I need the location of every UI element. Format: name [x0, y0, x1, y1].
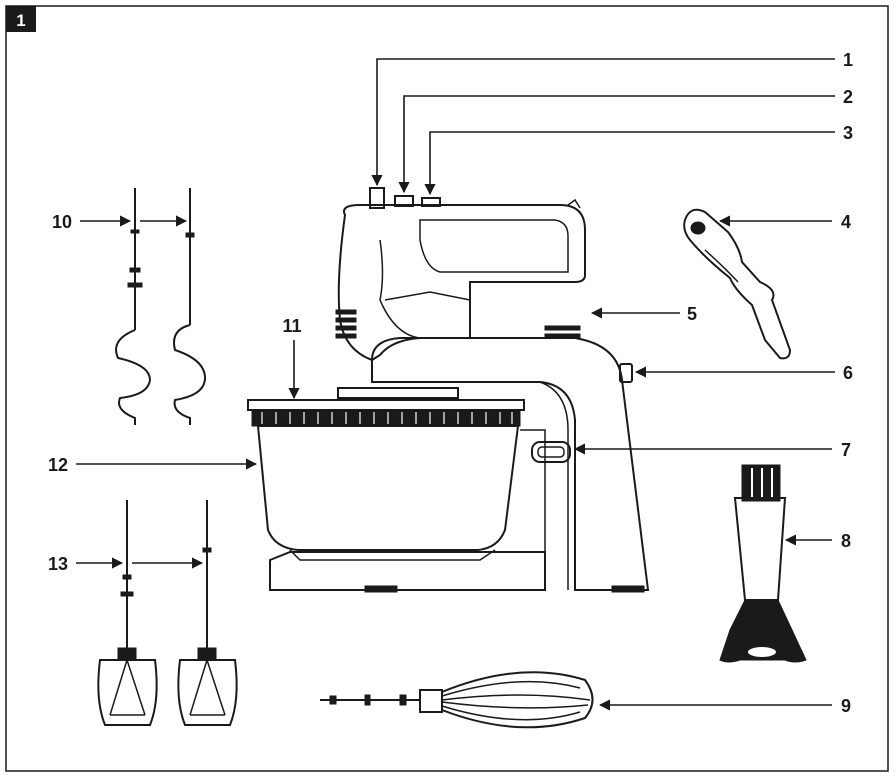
- stand-mixer: [247, 187, 650, 593]
- callout-1: 1: [843, 50, 853, 70]
- blender-attachment: [719, 464, 807, 663]
- callout-6: 6: [843, 363, 853, 383]
- callout-13: 13: [48, 554, 68, 574]
- figure-badge: 1: [6, 6, 36, 32]
- bowl-rim-ribs: [261, 412, 513, 424]
- callout-9: 9: [841, 696, 851, 716]
- callout-3: 3: [843, 123, 853, 143]
- beater-right: [177, 500, 238, 726]
- figure-frame: [5, 5, 889, 772]
- dough-hook-right: [173, 188, 207, 425]
- callout-7: 7: [841, 440, 851, 460]
- callout-12: 12: [48, 455, 68, 475]
- callout-10: 10: [52, 212, 72, 232]
- balloon-whisk: [320, 671, 594, 729]
- callout-11: 11: [282, 316, 301, 336]
- callout-2: 2: [843, 87, 853, 107]
- figure-badge-label: 1: [16, 11, 25, 30]
- callout-5: 5: [687, 304, 697, 324]
- beater-left: [97, 500, 158, 726]
- leader-lines: [76, 58, 835, 711]
- callout-8: 8: [841, 531, 851, 551]
- spatula: [683, 208, 792, 360]
- dough-hook-left: [115, 188, 152, 425]
- vent-slots: [335, 309, 357, 339]
- callout-4: 4: [841, 212, 851, 232]
